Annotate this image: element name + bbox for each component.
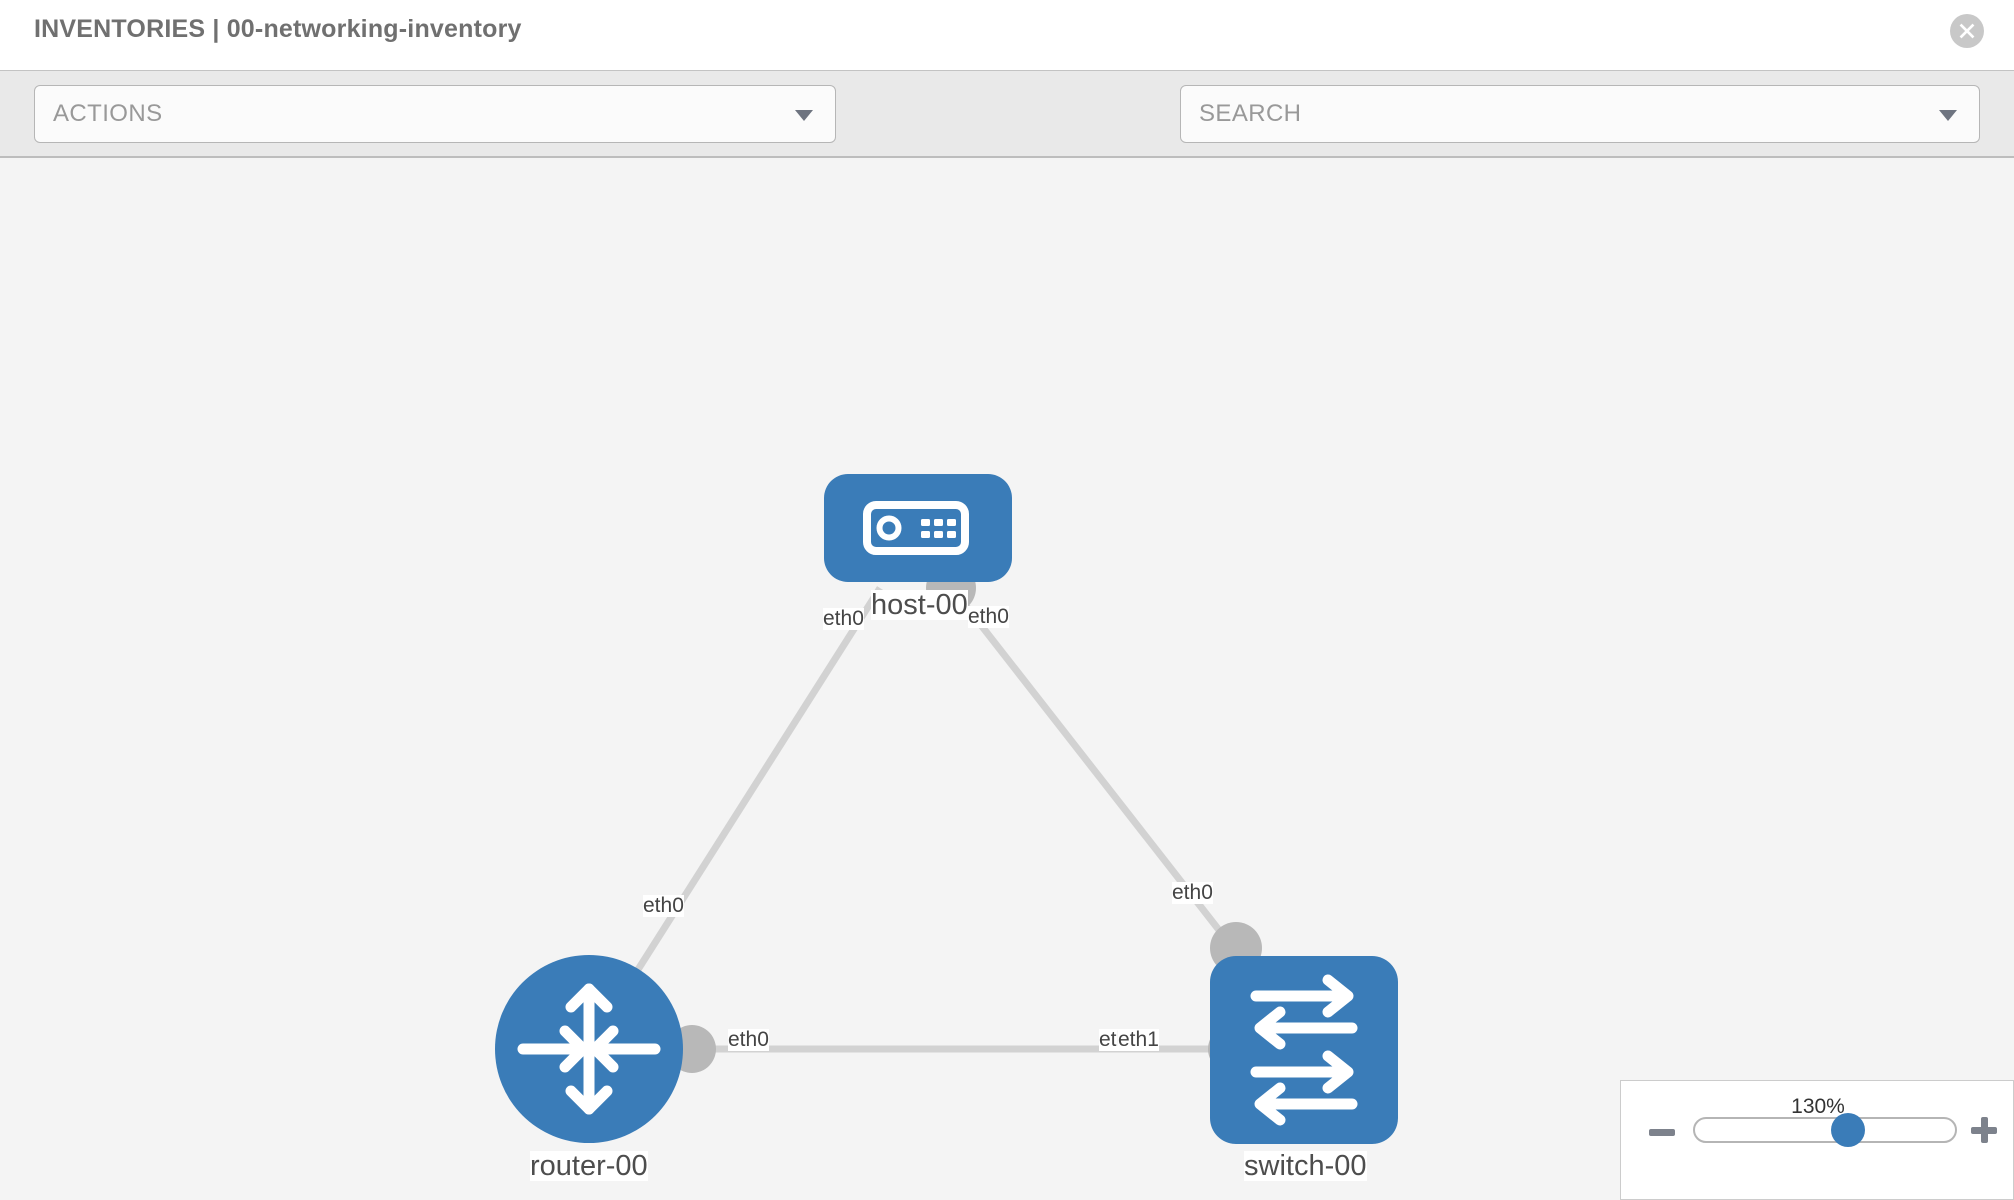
node-switch-00	[1210, 956, 1398, 1144]
zoom-slider-track[interactable]	[1693, 1117, 1957, 1143]
interface-label: eth0	[968, 605, 1009, 629]
actions-dropdown-label: ACTIONS	[53, 100, 163, 127]
node-label-switch-00: switch-00	[1244, 1150, 1367, 1182]
interface-label: eth1	[1118, 1028, 1159, 1052]
topology-canvas[interactable]: eth0 eth0 eth0 eth0 eth0 eth eth1 host-0…	[0, 158, 2014, 1200]
node-host-00	[824, 474, 1012, 582]
close-icon[interactable]	[1950, 14, 1984, 48]
zoom-control-panel: 130%	[1620, 1080, 2014, 1200]
actions-dropdown[interactable]: ACTIONS	[34, 85, 836, 143]
interface-label: eth0	[643, 894, 684, 918]
interface-label: eth0	[823, 607, 864, 631]
page-title: INVENTORIES | 00-networking-inventory	[34, 15, 522, 43]
link-host-router	[617, 586, 883, 1000]
topology-interface-dots	[668, 563, 1262, 1073]
search-input[interactable]: SEARCH	[1180, 85, 1980, 143]
node-label-host-00: host-00	[871, 589, 968, 621]
chevron-down-icon	[795, 110, 813, 121]
node-label-router-00: router-00	[530, 1150, 648, 1182]
zoom-slider-thumb[interactable]	[1831, 1113, 1865, 1147]
plus-icon[interactable]	[1971, 1117, 1997, 1143]
chevron-down-icon[interactable]	[1939, 110, 1957, 121]
toolbar: ACTIONS SEARCH	[0, 70, 2014, 197]
interface-label: eth0	[728, 1028, 769, 1052]
search-placeholder: SEARCH	[1199, 100, 1302, 127]
interface-label: eth0	[1172, 881, 1213, 905]
zoom-level-value: 130%	[1791, 1095, 1845, 1118]
page-header: INVENTORIES | 00-networking-inventory	[0, 0, 2014, 70]
node-router-00	[495, 955, 683, 1143]
minus-icon[interactable]	[1649, 1129, 1675, 1136]
topology-links	[617, 585, 1275, 1053]
